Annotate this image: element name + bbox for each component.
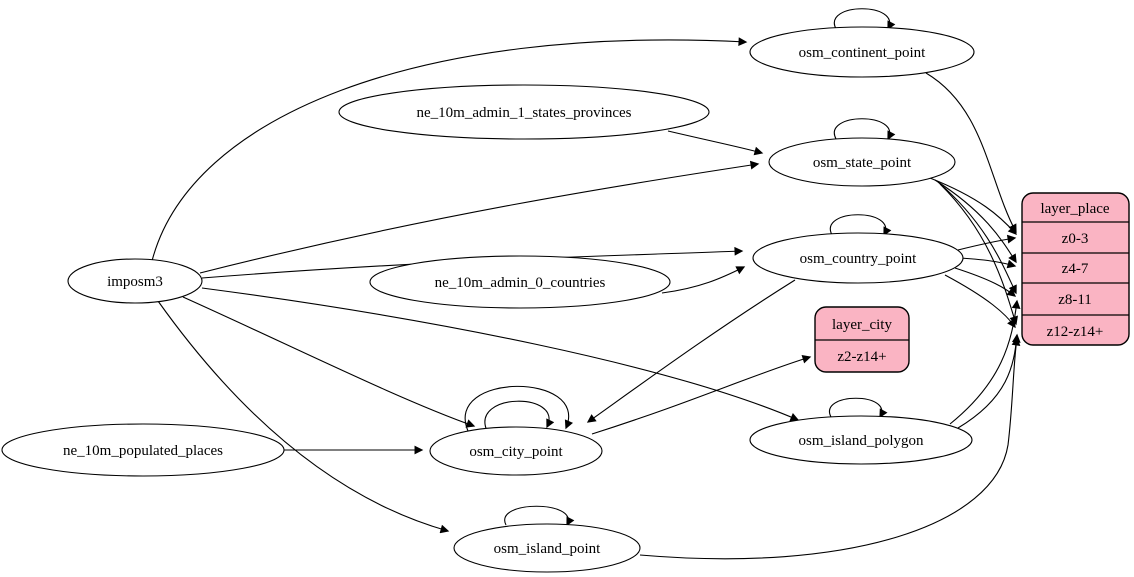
edge-osm-continent-point-to-layer-place-z0-3 [925,72,1017,234]
node-imposm3: imposm3 [67,258,203,304]
ne-10m-admin-0-countries-ellipse [369,255,671,309]
layer-place-title: layer_place [1040,201,1109,217]
edge-imposm3-to-osm-state-point [199,160,760,274]
selfloop-osm-island-polygon [828,397,888,419]
layer-place-box [1021,192,1130,346]
selfloop-osm-state-point [833,118,896,141]
osm-continent-point-ellipse [749,26,975,78]
edge-osm-state-point-to-layer-place-z8-11 [937,181,1017,295]
node-osm-state-point: osm_state_point [768,137,956,187]
edge-osm-state-point-to-layer-place-z0-3 [929,177,1017,235]
edge-osm-island-polygon-to-layer-place-z12 [957,333,1021,429]
selfloop-osm-country-point [829,214,892,237]
edge-osm-island-point-to-layer-place-z12 [639,336,1021,560]
osm-island-point-ellipse [453,523,641,573]
edge-imposm3-to-osm-continent-point [151,37,748,262]
selfloop-inner-osm-city-point [484,400,555,432]
ne-10m-admin-1-states-provinces-label: ne_10m_admin_1_states_provinces [417,105,632,121]
selfloop-outer-osm-city-point [464,385,573,432]
ne-10m-populated-places-ellipse [1,423,285,477]
osm-country-point-ellipse [752,232,964,284]
osm-continent-point-label: osm_continent_point [799,45,926,61]
osm-city-point-ellipse [429,426,603,476]
node-ne-10m-populated-places: ne_10m_populated_places [1,423,285,477]
edge-osm-country-point-to-layer-place-z0-3 [957,234,1017,251]
edge-group [151,8,1021,560]
layer-place-row-z12: z12-z14+ [1047,324,1104,340]
node-osm-island-point: osm_island_point [453,523,641,573]
osm-state-point-label: osm_state_point [813,155,912,171]
osm-island-polygon-ellipse [749,415,973,465]
edge-imposm3-to-osm-island-point [157,300,450,534]
layer-place-row-z4-7: z4-7 [1062,261,1089,277]
edge-osm-island-polygon-to-layer-place-z8-11 [949,299,1021,425]
imposm3-label: imposm3 [107,274,163,290]
node-ne-10m-admin-1-states-provinces: ne_10m_admin_1_states_provinces [338,84,710,140]
edge-osm-country-point-to-layer-place-z12 [944,274,1016,329]
ne-10m-admin-1-states-provinces-ellipse [338,84,710,140]
edge-osm-country-point-to-layer-place-z8-11 [954,267,1017,297]
edge-osm-country-point-to-layer-place-z4-7 [959,257,1017,269]
layer-city-row-z2: z2-z14+ [837,349,886,365]
layer-city-title: layer_city [832,317,892,333]
edge-osm-country-point-to-osm-city-point [586,279,796,423]
edge-imposm3-to-osm-city-point [182,296,476,428]
osm-island-polygon-label: osm_island_polygon [798,433,924,449]
selfloop-osm-continent-point [833,8,896,31]
edge-osm-city-point-to-layer-city-z2 [591,355,812,435]
selfloop-osm-island-point [504,505,575,527]
osm-state-point-ellipse [768,137,956,187]
osm-country-point-label: osm_country_point [800,251,917,267]
edge-ne-10m-admin-0-countries-to-osm-country-point [661,266,746,294]
edge-imposm3-to-osm-island-polygon [201,287,800,422]
osm-city-point-label: osm_city_point [469,444,563,460]
record-layer-place: layer_place z0-3 z4-7 z8-11 z12-z14+ [1021,192,1130,346]
node-osm-country-point: osm_country_point [752,232,964,284]
record-layer-city: layer_city z2-z14+ [814,306,910,373]
ne-10m-admin-0-countries-label: ne_10m_admin_0_countries [435,275,606,291]
node-osm-island-polygon: osm_island_polygon [749,415,973,465]
edge-osm-state-point-to-layer-place-z4-7 [934,179,1017,264]
ne-10m-populated-places-label: ne_10m_populated_places [63,443,223,459]
node-osm-city-point: osm_city_point [429,426,603,476]
node-osm-continent-point: osm_continent_point [749,26,975,78]
node-ne-10m-admin-0-countries: ne_10m_admin_0_countries [369,255,671,309]
layer-place-row-z0-3: z0-3 [1062,231,1089,247]
layer-place-row-z8-11: z8-11 [1058,292,1092,308]
osm-island-point-label: osm_island_point [494,541,602,557]
imposm3-ellipse [67,258,203,304]
edge-ne-10m-admin-1-states-provinces-to-osm-state-point [667,130,764,156]
